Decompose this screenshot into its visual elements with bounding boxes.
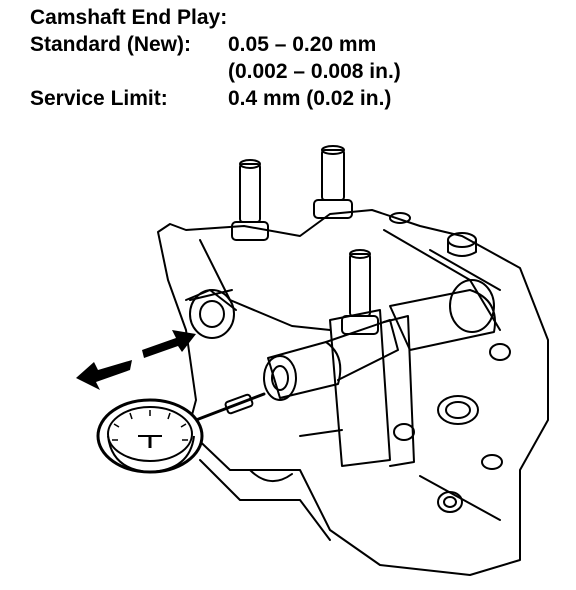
standard-imperial: (0.002 – 0.008 in.) xyxy=(228,60,401,83)
stud-right xyxy=(341,249,379,335)
limit-value: 0.4 mm (0.02 in.) xyxy=(228,87,392,110)
bolt-top-right xyxy=(447,232,477,257)
camshaft xyxy=(263,279,496,401)
bolt-lower-right xyxy=(437,395,479,425)
bolt-top-mid xyxy=(389,212,411,224)
standard-metric: 0.05 – 0.20 mm xyxy=(228,33,377,56)
standard-label: Standard (New): xyxy=(30,33,192,56)
camshaft-end-play-figure xyxy=(76,145,549,576)
dial-indicator-icon xyxy=(96,398,204,474)
cam-end xyxy=(189,289,235,339)
double-arrow-icon xyxy=(76,330,196,390)
limit-label: Service Limit: xyxy=(30,87,168,110)
stud-center xyxy=(313,145,353,219)
indicator-plunger xyxy=(194,392,266,422)
bolt-bottom-right xyxy=(437,491,463,513)
stud-left xyxy=(231,159,269,241)
spec-title: Camshaft End Play: xyxy=(30,6,228,29)
cylinder-head-outline xyxy=(157,209,549,576)
journal-cap xyxy=(329,309,391,467)
